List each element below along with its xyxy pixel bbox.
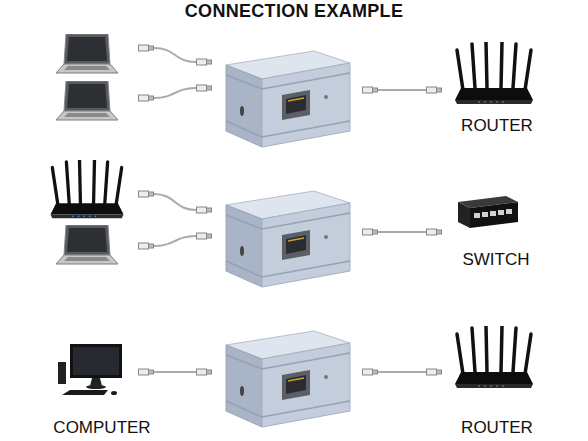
- plug: [427, 87, 442, 93]
- port: [506, 209, 512, 214]
- diagram-title: CONNECTION EXAMPLE: [0, 0, 588, 22]
- monitor-screen: [73, 347, 119, 375]
- port: [490, 211, 496, 216]
- mouse: [111, 391, 117, 395]
- monitor-base: [86, 385, 106, 389]
- device-label: ROUTER: [461, 418, 533, 438]
- router-icon: [455, 42, 533, 104]
- plug: [197, 85, 212, 91]
- computer-icon: [58, 344, 122, 395]
- switch-front: [470, 202, 518, 228]
- cable: [378, 89, 426, 91]
- cable: [154, 371, 196, 373]
- switch-side: [458, 202, 470, 228]
- plug: [197, 369, 212, 375]
- plug: [197, 59, 212, 65]
- device-label: COMPUTER: [53, 418, 150, 438]
- device-label: SWITCH: [462, 250, 529, 270]
- network-device: [226, 51, 350, 147]
- port: [474, 213, 480, 218]
- network-device: [226, 331, 350, 427]
- device-node: ROUTER: [447, 328, 547, 438]
- cable: [154, 88, 196, 98]
- cable: [154, 48, 196, 62]
- speaker: [58, 362, 66, 384]
- switch-icon: [458, 196, 518, 228]
- plug: [139, 369, 154, 375]
- plug: [197, 233, 212, 239]
- laptop: [56, 34, 118, 73]
- cable: [378, 371, 426, 373]
- cable: [154, 194, 196, 210]
- device-node: SWITCH: [446, 190, 546, 270]
- laptop: [56, 81, 118, 120]
- keyboard: [62, 390, 108, 395]
- plug: [139, 45, 154, 51]
- plug: [363, 229, 378, 235]
- device-node: ROUTER: [447, 36, 547, 136]
- plug: [427, 229, 442, 235]
- switch-ports: [474, 209, 512, 218]
- plug: [139, 243, 154, 249]
- laptop: [56, 225, 118, 264]
- network-device: [226, 191, 350, 287]
- monitor-stand: [90, 378, 102, 386]
- router-icon: [455, 326, 533, 388]
- device-node: COMPUTER: [52, 338, 152, 438]
- port: [482, 212, 488, 217]
- router-icon: [50, 160, 123, 218]
- device-label: ROUTER: [461, 116, 533, 136]
- plug: [139, 95, 154, 101]
- port: [498, 210, 504, 215]
- plug: [427, 369, 442, 375]
- plug: [197, 207, 212, 213]
- cable: [378, 231, 426, 233]
- plug: [139, 191, 154, 197]
- cable: [154, 236, 196, 246]
- plug: [363, 369, 378, 375]
- plug: [363, 87, 378, 93]
- monitor: [70, 344, 122, 378]
